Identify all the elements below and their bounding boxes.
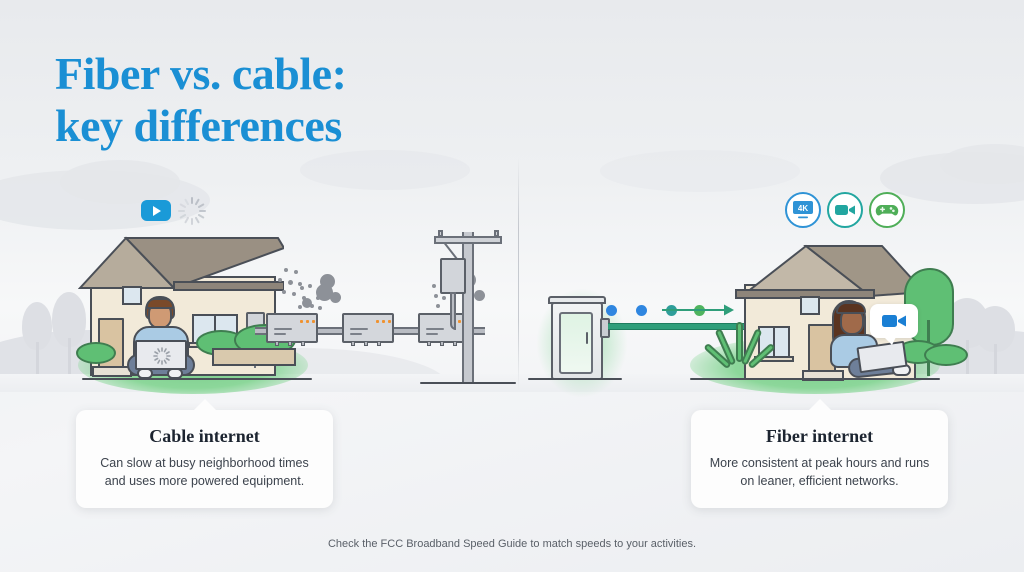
svg-text:4K: 4K <box>798 204 808 213</box>
loading-spinner-icon <box>177 196 207 226</box>
cable-house <box>78 236 284 377</box>
scene-divider <box>518 158 519 390</box>
planter-box <box>212 348 296 366</box>
pole-insulator-left <box>438 230 443 237</box>
fiber-agave-plant <box>703 322 776 378</box>
cable-person <box>121 296 201 382</box>
data-dot-1 <box>606 305 617 316</box>
data-dot-2 <box>636 305 647 316</box>
silhouette-tree-1 <box>22 302 52 384</box>
cable-amplifier-1 <box>266 313 318 346</box>
house-roof <box>735 244 927 299</box>
video-camera-icon <box>882 315 906 327</box>
window-mullion <box>214 314 216 344</box>
play-button-icon <box>141 200 171 221</box>
silhouette-tree-2 <box>52 292 86 384</box>
4k-tv-badge: 4K <box>785 192 821 228</box>
title-line-1: Fiber vs. cable: <box>55 48 347 99</box>
fiber-trunk-cable <box>608 323 764 330</box>
fiber-card-body: More consistent at peak hours and runs o… <box>709 456 930 489</box>
door-step <box>802 370 844 381</box>
pole-junction-box <box>440 258 466 294</box>
fiber-shrub-2 <box>924 344 968 366</box>
title-line-2: key differences <box>55 99 342 151</box>
page-title: Fiber vs. cable: key differences <box>55 48 485 151</box>
cable-amplifier-2 <box>342 313 394 346</box>
person-fringe <box>146 298 174 309</box>
cloud-6 <box>940 144 1024 184</box>
video-call-bubble <box>870 304 918 345</box>
footer-note: Check the FCC Broadband Speed Guide to m… <box>327 538 697 550</box>
cable-ground-line <box>82 378 312 380</box>
window-mullion <box>773 326 775 358</box>
cable-amplifier-3 <box>418 313 470 346</box>
cabinet-handle <box>586 332 588 344</box>
fiber-person <box>822 300 918 384</box>
fiber-cabinet <box>551 302 603 380</box>
cabinet-ground-line <box>528 378 622 380</box>
cable-laptop <box>135 340 187 370</box>
attic-window <box>122 286 142 305</box>
cable-card: Cable internet Can slow at busy neighbor… <box>76 398 333 509</box>
cable-card-body: Can slow at busy neighborhood times and … <box>100 456 309 489</box>
cable-card-heading: Cable internet <box>149 426 260 446</box>
video-call-badge <box>827 192 863 228</box>
game-controller-icon <box>875 205 899 216</box>
4k-tv-icon: 4K <box>793 201 813 219</box>
pole-crossarm <box>434 236 502 244</box>
utility-pole <box>462 232 474 384</box>
pole-insulator-right <box>494 230 499 237</box>
fiber-card: Fiber internet More consistent at peak h… <box>691 398 948 509</box>
gaming-badge <box>869 192 905 228</box>
fiber-card-heading: Fiber internet <box>765 426 874 446</box>
data-flow-arrow <box>662 304 734 316</box>
laptop-loading-spinner-icon <box>153 347 171 365</box>
pole-ground-line <box>420 382 516 384</box>
cloud-4 <box>600 150 800 192</box>
pole-drop-conduit <box>450 292 456 330</box>
cabinet-top-cap <box>548 296 606 304</box>
cloud-2 <box>60 160 180 204</box>
cable-shrub-1 <box>76 342 116 364</box>
noise-cluster-2 <box>272 268 333 312</box>
fiber-ground-line <box>690 378 940 380</box>
cloud-3 <box>300 150 470 190</box>
house-roof <box>78 236 284 291</box>
person-fringe <box>836 302 866 314</box>
video-camera-icon <box>835 205 855 215</box>
attic-window <box>800 296 820 315</box>
silhouette-tree-4 <box>975 306 1015 384</box>
